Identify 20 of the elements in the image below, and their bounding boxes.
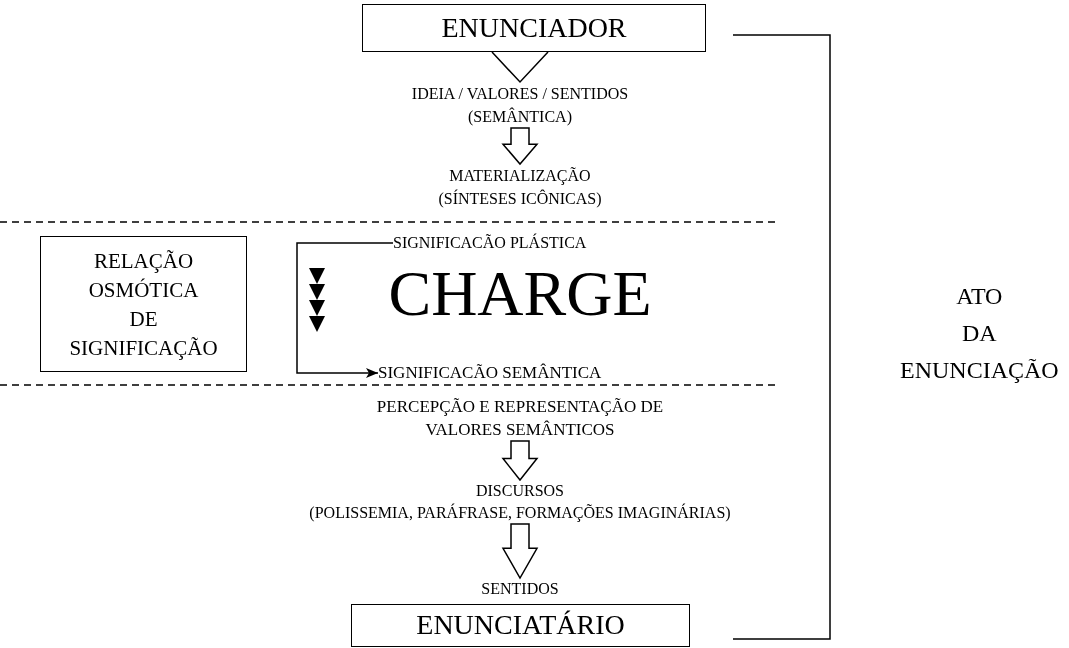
box-label: ENUNCIADOR: [440, 11, 628, 45]
step-text: SIGNIFICACÃO PLÁSTICA: [393, 232, 587, 253]
arrow: [296, 242, 394, 378]
step-text: SENTIDOS: [480, 579, 560, 599]
box-label: RELAÇÃO OSMÓTICA DE SIGNIFICAÇÃO: [69, 248, 218, 362]
subtitle-text: (POLISSEMIA, PARÁFRASE, FORMAÇÕES IMAGINÁRIAS): [308, 502, 732, 524]
process-box: [351, 604, 690, 647]
step-text: IDEIA / VALORES / SENTIDOS (SEMÂNTICA): [410, 84, 630, 128]
block-arrow: [501, 440, 539, 482]
step-text: DISCURSOS: [475, 481, 565, 501]
step-text: SIGNIFICACÃO SEMÂNTICA: [378, 362, 602, 384]
box-label: ENUNCIATÁRIO: [415, 608, 626, 642]
side-label: ATO DA ENUNCIAÇÃO: [900, 282, 1059, 385]
block-arrow: [501, 523, 539, 580]
title-text: CHARGE: [387, 258, 653, 330]
arrow: [491, 51, 549, 84]
block-arrow: [501, 127, 539, 166]
process-box: [40, 236, 247, 372]
step-text: MATERIALIZAÇÃO (SÍNTESES ICÔNICAS): [437, 166, 603, 209]
step-text: PERCEPÇÃO E REPRESENTAÇÃO DE VALORES SEMÂNTICOS: [375, 396, 665, 441]
